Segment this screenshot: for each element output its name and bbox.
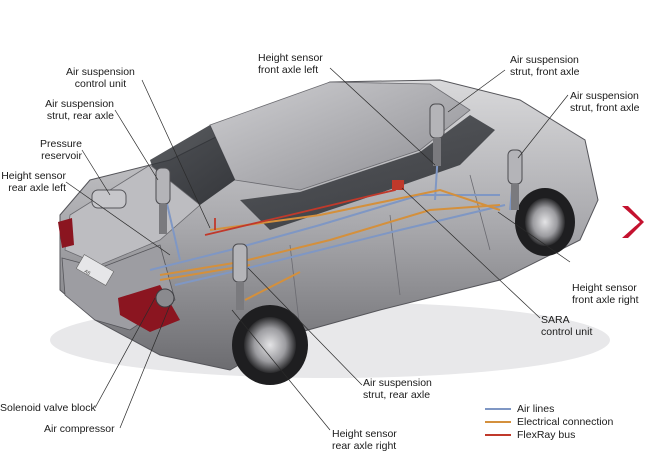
label-strut-rear-axle-left: Air suspension strut, rear axle — [45, 98, 114, 122]
chevron-right-icon[interactable] — [620, 204, 644, 240]
legend-label: Air lines — [517, 402, 555, 415]
label-height-sensor-rear-left: Height sensor rear axle left — [1, 170, 66, 194]
label-pressure-reservoir: Pressure reservoir — [39, 138, 82, 162]
strut-rear-right-marker — [232, 243, 248, 310]
strut-front-right-marker — [507, 149, 523, 210]
license-plate — [75, 254, 115, 286]
legend-swatch — [485, 420, 511, 423]
label-solenoid-valve-block: Solenoid valve block — [0, 402, 96, 414]
label-height-sensor-rear-right: Height sensor rear axle right — [332, 428, 397, 452]
sara-control-unit-marker — [392, 180, 404, 190]
door-lines — [289, 174, 491, 331]
label-height-sensor-front-left: Height sensor front axle left — [258, 52, 323, 76]
electrical-lines — [159, 188, 501, 301]
legend-item: FlexRay bus — [485, 428, 613, 441]
legend-label: FlexRay bus — [517, 428, 576, 441]
legend-swatch — [485, 407, 511, 410]
label-strut-rear-axle-right: Air suspension strut, rear axle — [363, 377, 432, 401]
strut-front-left-marker — [429, 103, 445, 166]
label-height-sensor-front-right: Height sensor front axle right — [572, 282, 639, 306]
trunk-badge-graphic: A6 — [83, 269, 91, 277]
legend-swatch — [485, 433, 511, 436]
label-control-unit: Air suspension control unit — [66, 66, 135, 90]
tail-light-right — [58, 218, 74, 248]
wheel-front — [515, 188, 575, 256]
air-lines — [149, 119, 516, 286]
strut-rear-left-marker — [155, 167, 171, 234]
leader-lines — [65, 67, 571, 431]
compressor-marker — [155, 288, 175, 308]
side-windows — [240, 115, 495, 230]
legend-label: Electrical connection — [517, 415, 614, 428]
label-sara-control-unit: SARA control unit — [541, 314, 593, 338]
legend-item: Electrical connection — [485, 415, 613, 428]
label-air-compressor: Air compressor — [44, 423, 115, 435]
pressure-reservoir-marker — [91, 189, 127, 209]
car-roof — [209, 81, 471, 191]
wheel-rear — [232, 305, 308, 385]
legend-item: Air lines — [485, 402, 613, 415]
label-strut-front-axle-top: Air suspension strut, front axle — [510, 54, 580, 78]
label-strut-front-axle-right: Air suspension strut, front axle — [570, 90, 640, 114]
